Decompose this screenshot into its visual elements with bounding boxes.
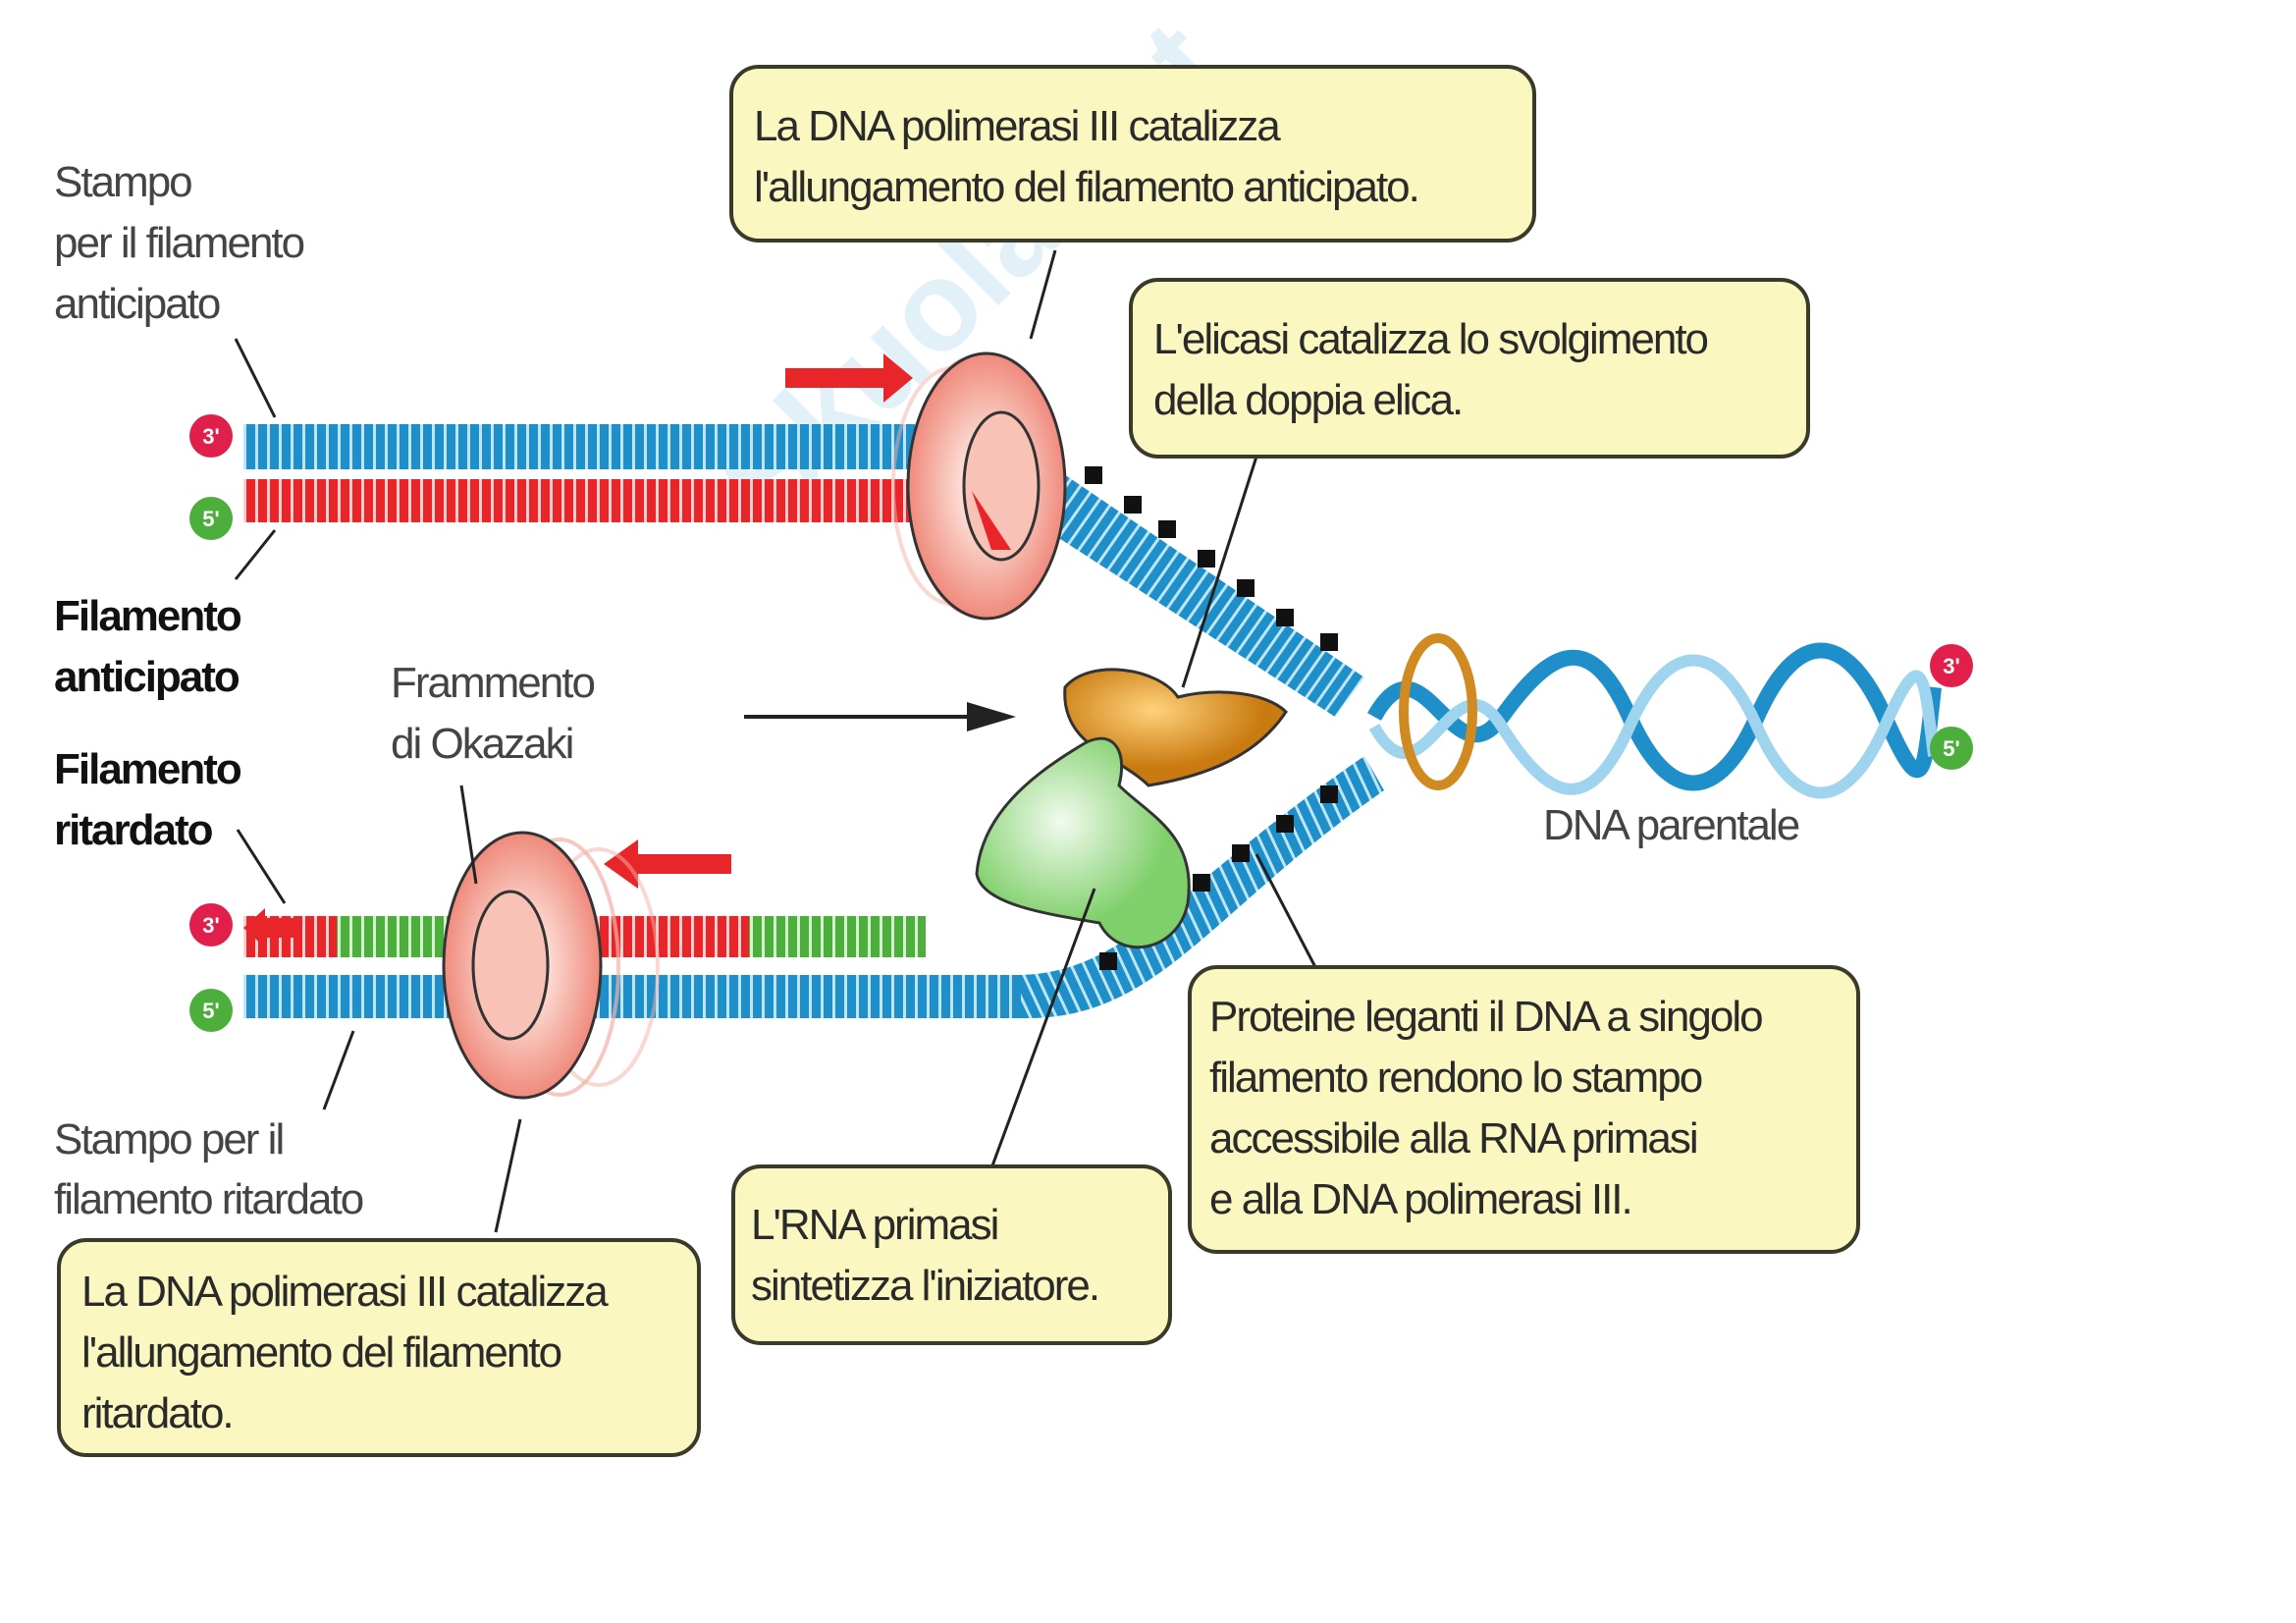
end-marker-5prime-bottom: 5' bbox=[189, 989, 233, 1032]
okazaki-fragment-new bbox=[749, 916, 926, 957]
svg-text:5': 5' bbox=[202, 999, 219, 1023]
svg-text:5': 5' bbox=[202, 507, 219, 531]
svg-text:La DNA polimerasi III catalizz: La DNA polimerasi III catalizzal'allunga… bbox=[754, 102, 1418, 211]
parental-dna-helix bbox=[1367, 633, 1942, 799]
label-parental-dna: DNA parentale bbox=[1543, 801, 1799, 849]
ssb-proteins-upper bbox=[1085, 466, 1338, 651]
primase bbox=[975, 736, 1191, 949]
svg-text:3': 3' bbox=[202, 424, 219, 449]
leading-new-strand bbox=[243, 479, 989, 522]
dna-polymerase-leading bbox=[891, 352, 1067, 621]
label-lagging-strand: Filamento ritardato bbox=[54, 745, 250, 854]
label-leading-template: Stampo per il filamento anticipato bbox=[54, 158, 313, 328]
dna-polymerase-lagging bbox=[442, 831, 660, 1100]
svg-text:La DNA polimerasi III catalizz: La DNA polimerasi III catalizzal'allunga… bbox=[81, 1268, 609, 1437]
svg-text:5': 5' bbox=[1943, 736, 1959, 761]
svg-text:L'elicasi catalizza lo svolgim: L'elicasi catalizza lo svolgimentodella … bbox=[1153, 315, 1708, 424]
ssb-proteins-lower bbox=[1099, 785, 1338, 970]
label-leading-strand: Filamento anticipato bbox=[54, 592, 250, 701]
red-arrow-lagging bbox=[604, 839, 731, 889]
leading-template-diagonal bbox=[972, 432, 1364, 717]
end-marker-3prime-bottom: 3' bbox=[189, 903, 233, 947]
svg-text:3': 3' bbox=[202, 913, 219, 938]
lagging-template-strand bbox=[243, 975, 1029, 1018]
leading-template-strand bbox=[243, 424, 989, 469]
svg-text:3': 3' bbox=[1943, 654, 1959, 678]
svg-text:Proteine leganti il DNA a sing: Proteine leganti il DNA a singolofilamen… bbox=[1209, 993, 1762, 1223]
label-lagging-template: Stampo per il filamento ritardato bbox=[54, 1115, 363, 1223]
red-arrow-leading bbox=[785, 353, 913, 403]
end-marker-5prime-top: 5' bbox=[189, 497, 233, 540]
label-okazaki-fragment: Frammento di Okazaki bbox=[391, 659, 604, 768]
okazaki-arrowhead bbox=[967, 702, 1016, 731]
leader-lines bbox=[234, 249, 1317, 1233]
end-marker-3prime-top: 3' bbox=[189, 414, 233, 458]
end-marker-5prime-right: 5' bbox=[1930, 727, 1973, 770]
arrow-left-5prime bbox=[243, 908, 294, 947]
end-marker-3prime-right: 3' bbox=[1930, 644, 1973, 687]
